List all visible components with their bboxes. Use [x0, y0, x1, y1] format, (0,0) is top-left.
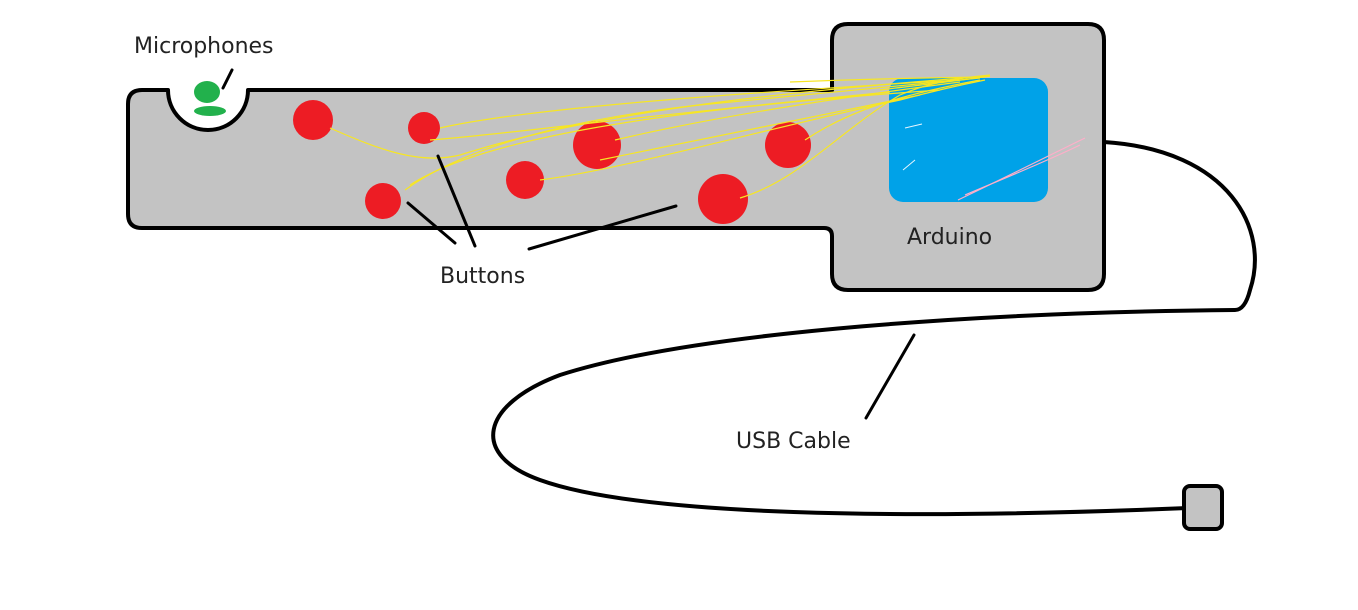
wire: [879, 75, 991, 91]
leader-microphones: [221, 68, 234, 90]
button-3: [365, 183, 401, 219]
usb-cable-line: [491, 140, 1257, 517]
leader-usb-cable: [864, 333, 916, 420]
wire-pink: [957, 137, 1086, 201]
usb-cable-label: USB Cable: [736, 429, 851, 454]
wire: [329, 75, 991, 159]
buttons-label: Buttons: [440, 264, 526, 289]
button-2: [408, 112, 440, 144]
wire: [739, 74, 991, 199]
wires-group: [329, 74, 991, 199]
arduino-board: [889, 78, 1048, 202]
button-4: [506, 161, 544, 199]
wire: [789, 76, 986, 83]
leader-button-2: [436, 154, 477, 248]
wire: [804, 79, 981, 141]
microphone-bottom: [194, 106, 226, 116]
wire: [614, 81, 961, 141]
button-6: [765, 122, 811, 168]
wire: [409, 89, 941, 186]
usb-plug: [1182, 484, 1224, 531]
buttons-group: [293, 100, 811, 224]
arduino-label: Arduino: [907, 225, 993, 250]
button-5: [573, 121, 621, 169]
wire-pink: [964, 144, 1081, 196]
wire: [539, 79, 986, 181]
wire: [404, 77, 981, 191]
wire: [429, 91, 891, 141]
leader-button-7: [527, 204, 678, 251]
button-1: [293, 100, 333, 140]
wire: [439, 79, 961, 129]
button-7: [698, 174, 748, 224]
arduino-board-marks: [902, 123, 923, 171]
leader-button-3: [406, 201, 457, 245]
pink-wires: [957, 137, 1086, 201]
microphones-label: Microphones: [134, 34, 274, 59]
leader-lines: [221, 68, 916, 420]
microphone-top: [194, 81, 220, 103]
wire: [599, 94, 921, 161]
